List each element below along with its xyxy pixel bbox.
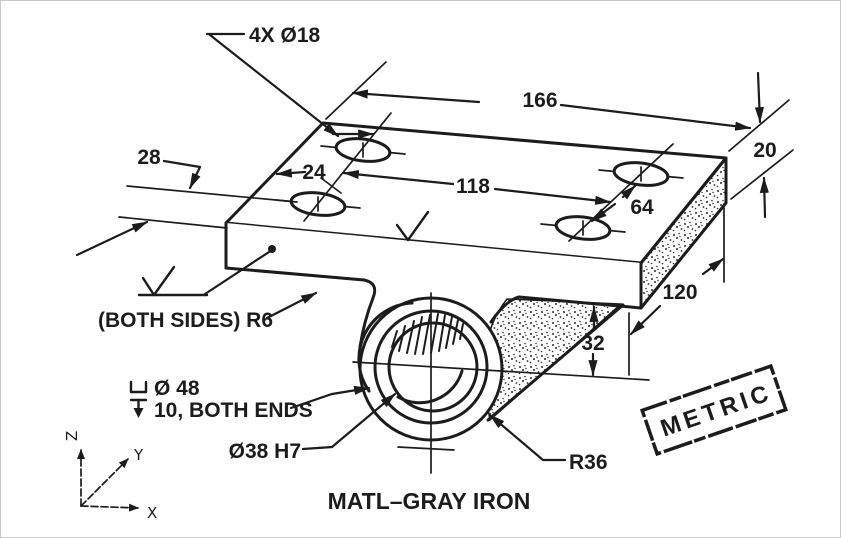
depth-icon [129, 398, 148, 418]
fillet-left [358, 278, 377, 349]
callout-bore-text: Ø38 H7 [229, 440, 301, 463]
callout-fillet: (BOTH SIDES) R6 [98, 291, 318, 332]
material-note: MATL–GRAY IRON [328, 488, 531, 514]
plate-front-bottom-left-edge [224, 266, 366, 282]
dim-hole-spacing-width: 64 [630, 196, 654, 219]
dim-overall-depth: 120 [662, 281, 697, 304]
axis-label-y: Y [133, 446, 144, 464]
dimension-28: 28 [75, 146, 298, 257]
dimension-24: 24 [275, 129, 375, 194]
dimension-32: 32 [581, 305, 605, 377]
dim-hole-offset-side: 24 [302, 161, 326, 184]
callout-holes-text: 4X Ø18 [249, 24, 321, 47]
fillet-right [489, 295, 521, 324]
dim-overall-length: 166 [522, 89, 557, 112]
part-body [224, 112, 728, 474]
metric-stamp: METRIC [639, 363, 789, 457]
dim-hole-offset-front: 28 [137, 146, 161, 169]
counterbore-icon [129, 380, 148, 394]
dim-hub-offset: 32 [581, 332, 604, 355]
left-holes-centerline [303, 112, 392, 222]
bore-horizontal-centerline [352, 361, 650, 381]
bore-hatching [391, 313, 464, 355]
surface-finish-marks [137, 210, 430, 297]
axis-label-z: Z [63, 431, 81, 441]
callout-radius: R36 [488, 413, 608, 474]
dim-hole-spacing-length: 118 [456, 175, 490, 198]
web-back-edge [486, 303, 625, 422]
bore-bottom-center-tick [397, 446, 455, 451]
callout-radius-text: R36 [569, 451, 608, 474]
dimension-64: 64 [590, 184, 654, 223]
dimension-118: 118 [342, 169, 612, 205]
surface-finish-icon [141, 265, 176, 297]
callout-counterbore: Ø 48 10, BOTH ENDS [129, 377, 371, 422]
callout-counterbore-dia-text: Ø 48 [154, 377, 200, 400]
axes-triad: Z Y X [63, 431, 157, 522]
surface-finish-icon [395, 210, 430, 242]
x-axis [80, 503, 139, 512]
surface-finish-leader [203, 250, 271, 296]
dimension-20: 20 [730, 71, 794, 219]
y-axis [80, 458, 129, 507]
callout-holes: 4X Ø18 [205, 24, 340, 138]
dim-plate-thickness: 20 [753, 139, 776, 162]
leader-dot [268, 245, 276, 253]
dimension-120: 120 [628, 207, 725, 376]
dimension-166: 166 [325, 61, 790, 152]
metric-stamp-border [639, 363, 789, 457]
axis-label-x: X [147, 504, 157, 522]
web-face [483, 298, 623, 422]
callout-fillet-text: (BOTH SIDES) R6 [98, 309, 273, 332]
callout-bore: Ø38 H7 [229, 392, 397, 463]
plate-front-face [226, 223, 641, 308]
counterbore-back-arc [357, 301, 414, 393]
right-holes-centerline [568, 143, 674, 242]
bore-back-arc [396, 369, 464, 405]
callout-counterbore-depth-text: 10, BOTH ENDS [154, 399, 313, 422]
